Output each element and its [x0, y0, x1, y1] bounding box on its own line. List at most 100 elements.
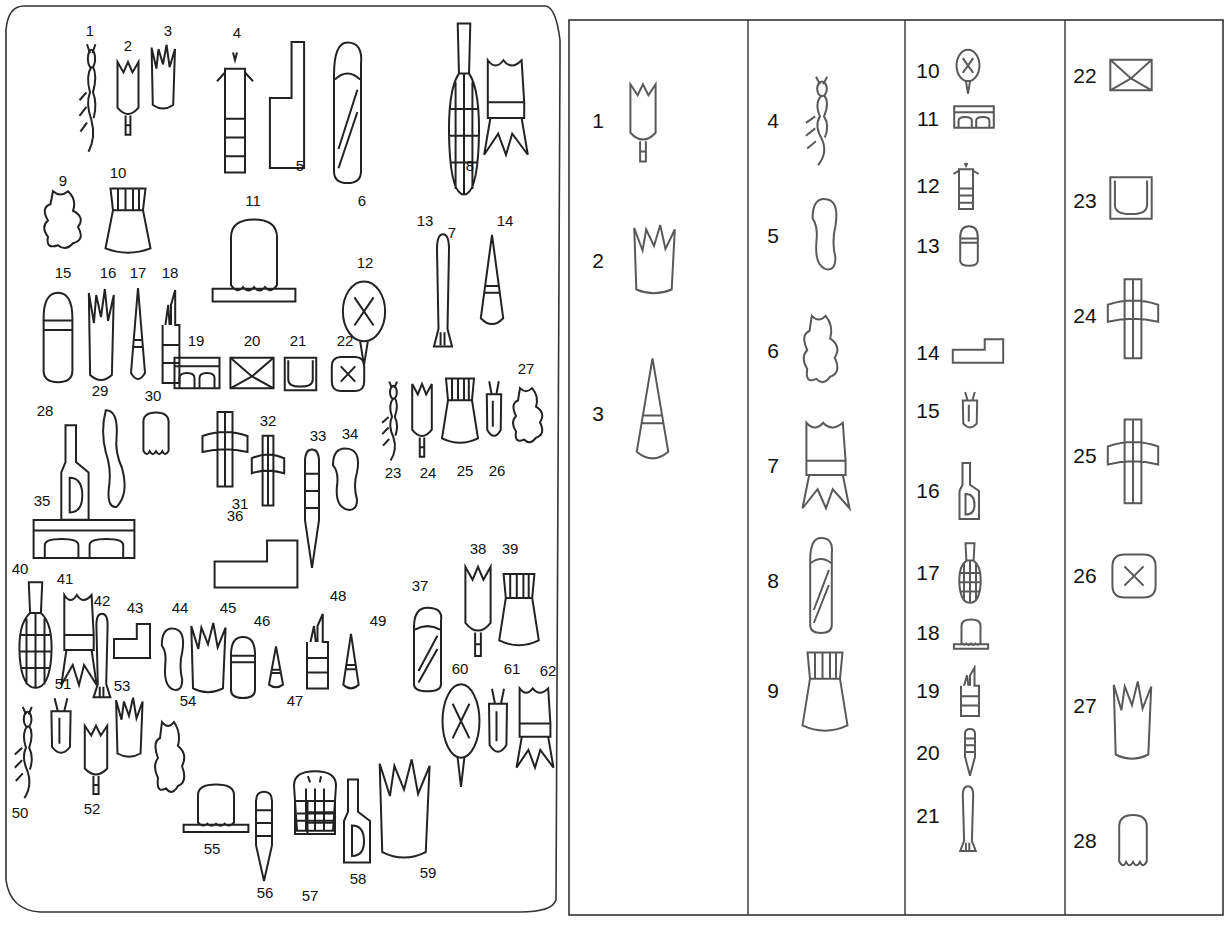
callout-number: 54 — [180, 693, 197, 708]
glyph — [252, 436, 284, 506]
callout-number: 32 — [260, 413, 277, 428]
callout-number: 30 — [145, 388, 162, 403]
glyph — [1114, 681, 1151, 758]
callout-number: 5 — [767, 225, 779, 246]
glyph — [61, 595, 96, 685]
callout-number: 47 — [287, 693, 304, 708]
glyph — [80, 44, 96, 152]
callout-number: 5 — [296, 158, 304, 173]
glyph — [61, 425, 88, 520]
callout-number: 18 — [916, 622, 939, 643]
callout-number: 18 — [162, 265, 179, 280]
glyph — [412, 384, 432, 457]
callout-number: 11 — [917, 108, 939, 129]
glyph — [344, 780, 370, 863]
glyph — [15, 707, 32, 798]
glyph — [499, 574, 539, 645]
callout-number: 2 — [592, 250, 604, 271]
callout-number: 40 — [12, 561, 29, 576]
glyph — [333, 448, 358, 509]
callout-number: 15 — [916, 400, 939, 421]
callout-number: 17 — [916, 562, 939, 583]
glyph — [118, 62, 139, 135]
glyph — [960, 226, 978, 265]
glyph — [217, 53, 253, 173]
sign-list-glyphs — [630, 50, 1158, 866]
glyph — [442, 379, 478, 443]
glyph — [231, 637, 255, 698]
callout-number: 61 — [504, 661, 521, 676]
callout-number: 2 — [124, 38, 132, 53]
glyph — [414, 608, 441, 692]
callout-number: 34 — [342, 426, 359, 441]
glyph — [630, 84, 655, 161]
glyph — [256, 792, 272, 881]
callout-number: 8 — [466, 158, 474, 173]
callout-number: 3 — [164, 23, 172, 38]
glyph — [215, 541, 298, 588]
callout-number: 39 — [502, 541, 519, 556]
tablet-glyphs — [15, 24, 554, 882]
glyph — [484, 60, 528, 155]
callout-number: 9 — [59, 173, 67, 188]
glyph — [332, 357, 364, 391]
callout-number: 45 — [220, 600, 237, 615]
callout-number: 4 — [767, 110, 779, 131]
callout-number: 23 — [1073, 190, 1096, 211]
glyph — [85, 726, 107, 794]
glyph — [1119, 815, 1147, 865]
callout-number: 51 — [55, 676, 72, 691]
callout-number: 27 — [518, 361, 535, 376]
glyph — [382, 382, 397, 461]
glyph — [19, 582, 51, 688]
glyph — [305, 449, 319, 567]
callout-number: 7 — [448, 225, 456, 240]
glyph — [51, 698, 70, 753]
glyph — [634, 225, 675, 293]
callout-number: 28 — [37, 403, 54, 418]
callout-number: 59 — [420, 865, 437, 880]
glyph — [116, 698, 143, 757]
callout-number: 14 — [497, 213, 514, 228]
glyph — [155, 722, 184, 792]
glyph — [152, 45, 175, 109]
glyph — [230, 358, 273, 389]
glyph — [44, 293, 73, 382]
glyph — [163, 290, 180, 383]
glyph — [94, 614, 111, 698]
callout-number: 33 — [310, 428, 327, 443]
glyph — [810, 538, 832, 633]
callout-number: 19 — [188, 333, 205, 348]
callout-number: 16 — [916, 480, 939, 501]
column-divider — [904, 20, 905, 915]
glyph — [131, 288, 145, 379]
glyph — [965, 729, 975, 776]
column-divider — [747, 20, 748, 915]
glyph — [813, 199, 837, 270]
glyph — [285, 358, 317, 390]
glyph — [44, 191, 81, 248]
callout-number: 10 — [916, 60, 939, 81]
glyph — [960, 786, 976, 851]
glyph — [487, 381, 501, 436]
glyph — [637, 358, 669, 458]
callout-number: 29 — [92, 383, 109, 398]
tablet-outline — [6, 6, 560, 912]
callout-number: 42 — [94, 593, 111, 608]
callout-number: 26 — [489, 463, 506, 478]
callout-number: 1 — [86, 23, 94, 38]
glyph — [1110, 177, 1151, 218]
glyph — [295, 801, 335, 834]
callout-number: 13 — [916, 235, 939, 256]
glyph — [954, 620, 988, 649]
glyph — [804, 316, 838, 382]
callout-number: 9 — [767, 680, 779, 701]
glyph — [34, 520, 135, 558]
glyph — [1112, 554, 1155, 597]
callout-number: 12 — [357, 255, 374, 270]
glyph — [961, 668, 979, 716]
callout-number: 4 — [233, 25, 241, 40]
callout-number: 20 — [244, 333, 261, 348]
callout-number: 44 — [172, 600, 189, 615]
callout-number: 62 — [540, 663, 557, 678]
